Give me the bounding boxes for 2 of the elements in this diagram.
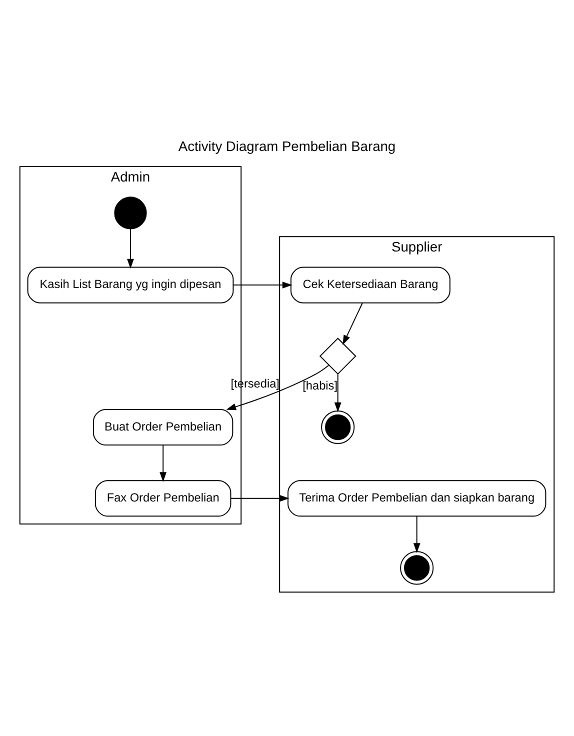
diagram-title: Activity Diagram Pembelian Barang — [178, 138, 396, 154]
edge-label: [habis] — [302, 378, 338, 392]
